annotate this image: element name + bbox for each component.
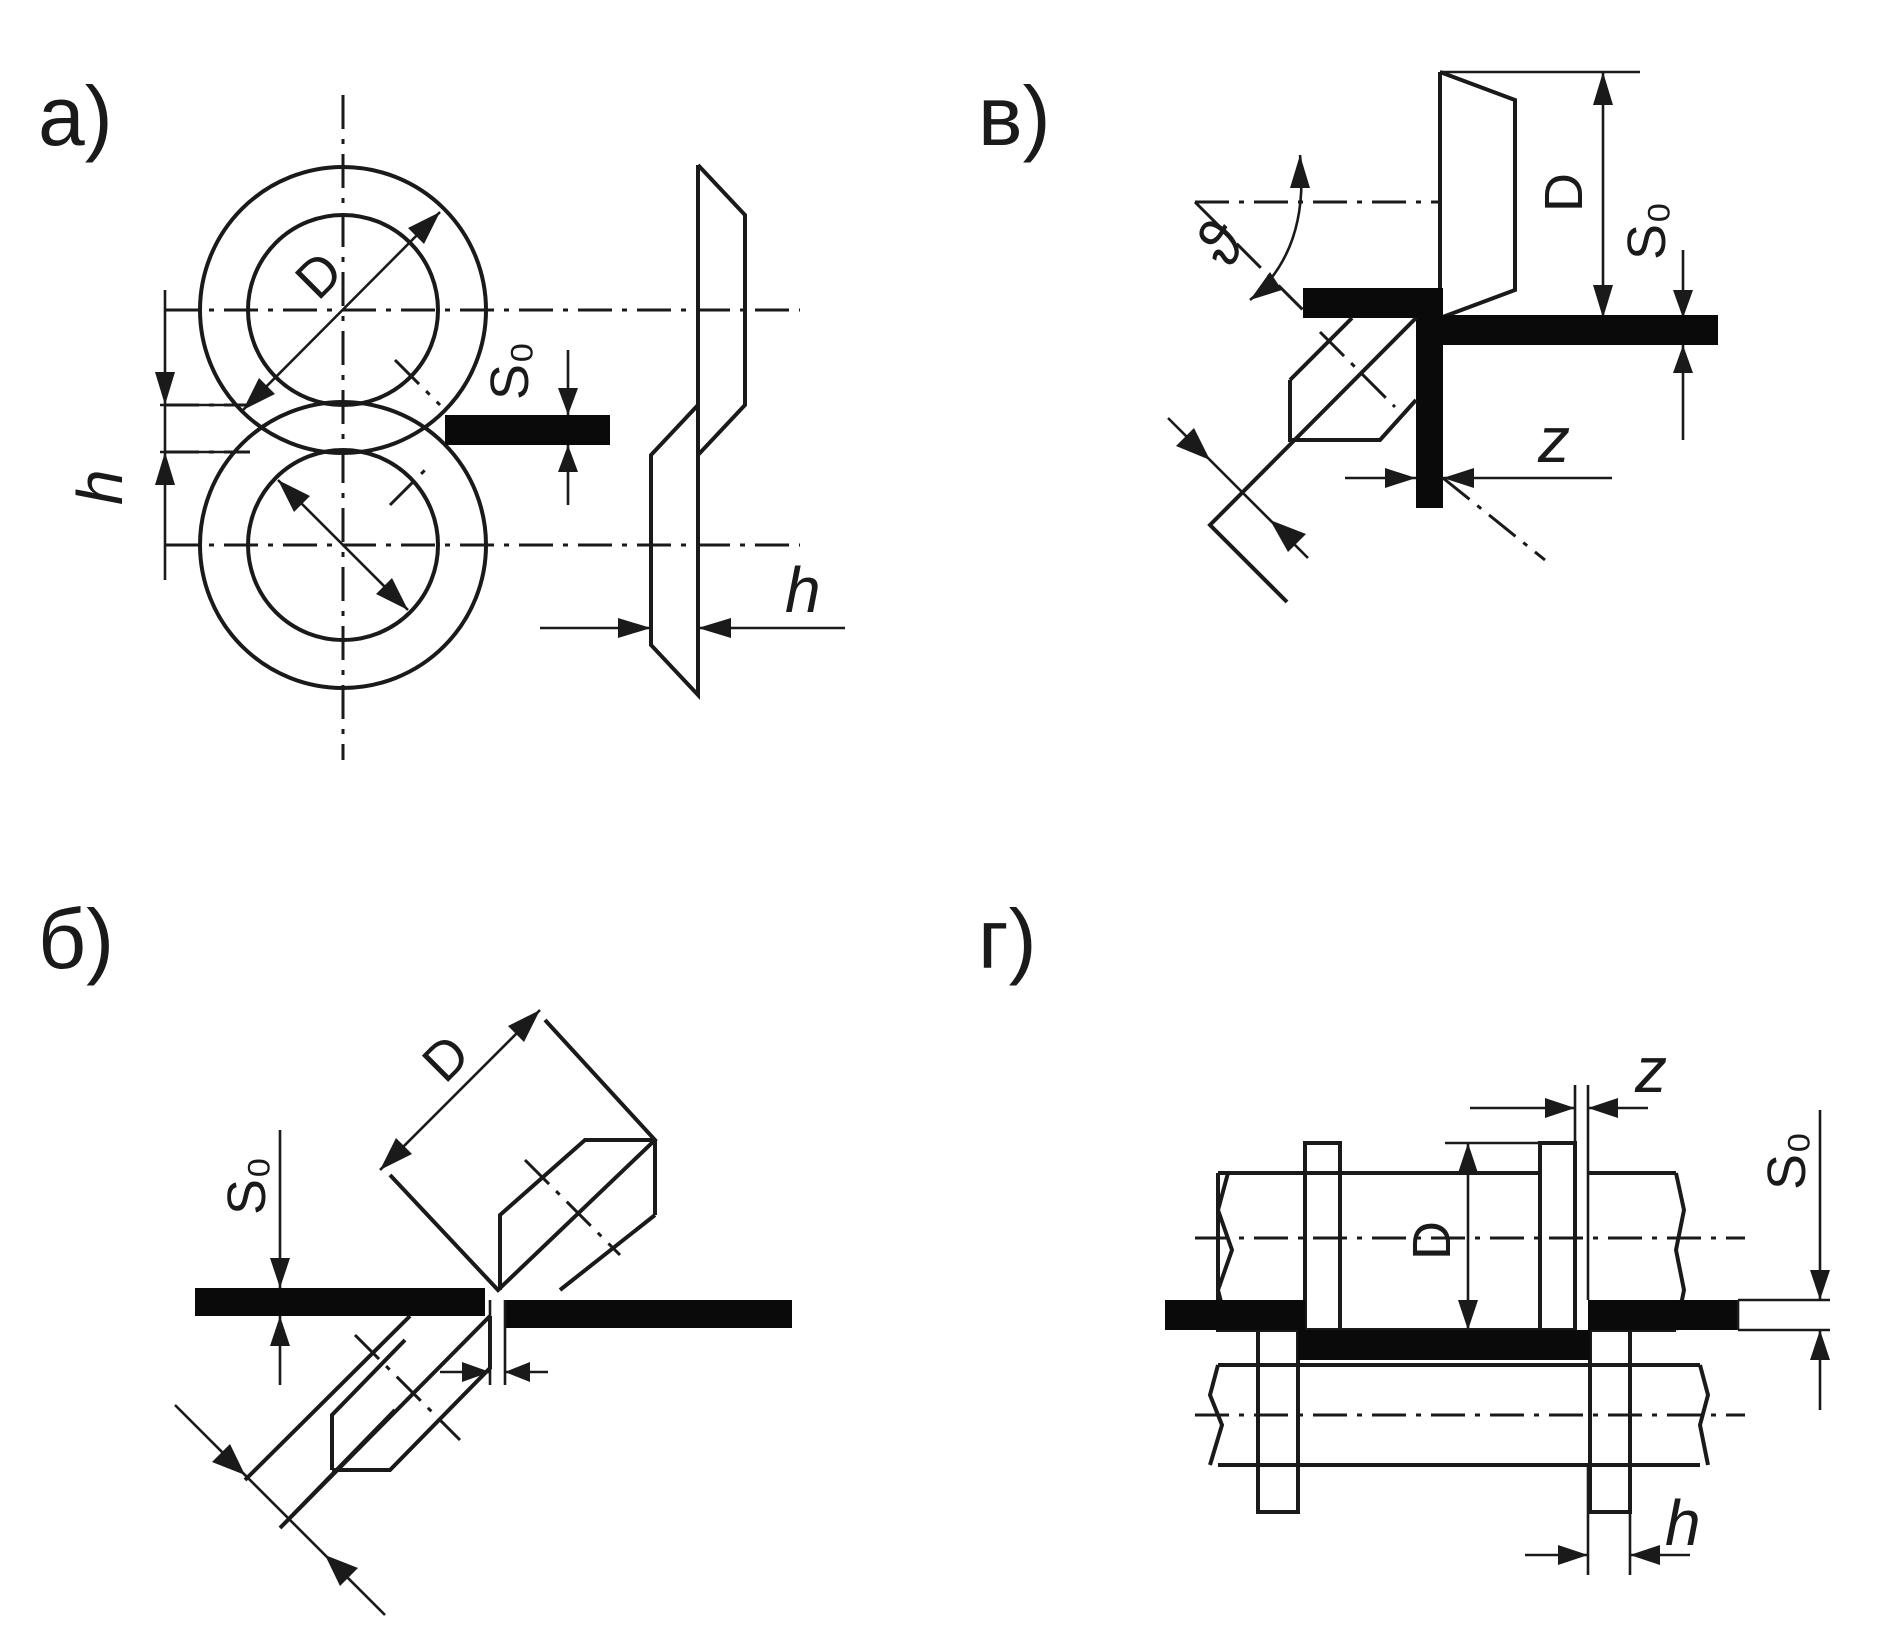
label-S0-v: S₀ [1617,202,1677,260]
label-D-v: D [1534,173,1594,212]
sheet-v-vertical [1416,318,1443,508]
lower-knife-profile [649,403,700,701]
sheet-v-right [1428,315,1718,345]
lower-knife-v [1207,316,1418,604]
panel-b-label: б) [38,892,114,986]
label-S0-g: S₀ [1757,1132,1817,1190]
sheet-a [445,415,610,445]
lower-disc-right [1588,1328,1632,1514]
sheet-v-left [1303,288,1443,318]
sheet-g-right [1588,1300,1738,1330]
lower-knife-hub [246,448,440,642]
label-h-a-left: h [64,469,136,505]
label-h-a-right: h [785,554,821,626]
sheet-b-right [505,1300,792,1328]
upper-knife-profile [696,163,747,461]
panel-a-label: а) [38,69,113,163]
lower-disc-left [1256,1328,1300,1514]
lower-knife-b [278,1314,492,1530]
label-z-v: z [1537,404,1570,476]
panel-v-label: в) [978,69,1051,163]
lower-knife-outer [198,400,488,690]
upper-knife-hub [246,213,440,407]
label-D-b: D [411,1023,481,1093]
panel-g: г) D [978,892,1830,1575]
label-theta: ϑ [1180,209,1261,277]
upper-knife-v [1438,70,1517,321]
panel-b: б) D S₀ [38,892,792,1616]
panel-v: в) D S₀ ϑ [978,69,1718,604]
sheet-b-left [195,1288,485,1316]
sheet-g-middle [1298,1330,1590,1360]
label-z-g: z [1634,1034,1667,1106]
label-S0-a: S₀ [480,342,540,400]
label-h-g: h [1665,1487,1701,1559]
sheet-g-left [1165,1300,1305,1330]
panel-a: а) D S₀ [38,69,845,760]
panel-g-label: г) [978,892,1037,986]
label-D-g: D [1402,1221,1462,1260]
upper-knife-b [388,1018,658,1293]
label-S0-b: S₀ [217,1157,277,1215]
upper-knife-outer [198,165,488,455]
